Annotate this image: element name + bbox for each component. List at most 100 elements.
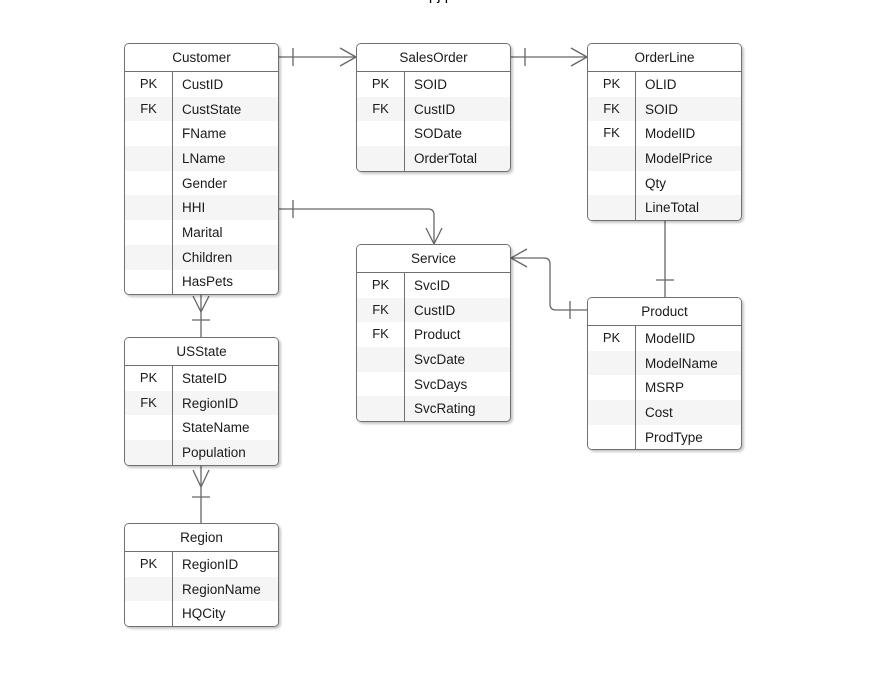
attribute-key-badge: PK <box>125 72 173 97</box>
attribute-name: ModelName <box>645 355 718 371</box>
attribute-key-badge <box>588 424 636 450</box>
attribute-row[interactable]: StateName <box>125 415 278 441</box>
attribute-name: Qty <box>645 175 667 191</box>
attribute-row[interactable]: Population <box>125 440 278 465</box>
attribute-name: OrderTotal <box>414 150 478 166</box>
attribute-key-badge: FK <box>125 390 173 416</box>
attribute-row[interactable]: Cost <box>588 400 741 425</box>
attribute-name: ModelPrice <box>645 150 713 166</box>
attribute-row[interactable]: HHI <box>125 195 278 221</box>
attribute-name: RegionID <box>182 556 239 572</box>
attribute-name: ModelID <box>645 330 696 346</box>
attribute-name: SOID <box>414 76 448 92</box>
entity-title-orderline: OrderLine <box>588 44 741 72</box>
attribute-row[interactable]: ModelPrice <box>588 146 741 171</box>
attribute-key-badge <box>357 347 405 372</box>
attribute-name: LineTotal <box>645 200 700 216</box>
attribute-key-badge: FK <box>588 121 636 147</box>
attribute-key-badge: FK <box>357 297 405 323</box>
attribute-name: LName <box>182 150 226 166</box>
attribute-row[interactable]: HQCity <box>125 601 278 627</box>
attribute-name: RegionID <box>182 395 239 411</box>
attribute-key-badge <box>125 601 173 627</box>
attribute-key-badge <box>588 195 636 221</box>
attribute-row[interactable]: PK ModelID <box>588 326 741 351</box>
attribute-key-badge <box>588 400 636 425</box>
attribute-row[interactable]: FK RegionID <box>125 390 278 416</box>
attribute-row[interactable]: PK CustID <box>125 72 278 97</box>
attribute-row[interactable]: SvcDays <box>357 371 510 397</box>
connector-salesorder-orderline <box>511 47 588 67</box>
attribute-key-badge: FK <box>357 322 405 348</box>
attribute-row[interactable]: SvcDate <box>357 347 510 372</box>
attribute-key-badge: FK <box>125 96 173 122</box>
attribute-name: SvcDays <box>414 376 468 392</box>
attribute-row[interactable]: LineTotal <box>588 195 741 221</box>
attribute-key-badge <box>357 146 405 171</box>
attribute-name: CustID <box>182 76 224 92</box>
attribute-row[interactable]: Qty <box>588 170 741 196</box>
attribute-key-badge <box>588 350 636 376</box>
attribute-row[interactable]: ModelName <box>588 350 741 376</box>
attribute-row[interactable]: Marital <box>125 220 278 245</box>
entity-title-salesorder: SalesOrder <box>357 44 510 72</box>
attribute-name: Cost <box>645 404 673 420</box>
attribute-name: HasPets <box>182 274 234 290</box>
attribute-name: SvcDate <box>414 351 466 367</box>
attribute-key-badge <box>125 121 173 147</box>
attribute-row[interactable]: Children <box>125 244 278 270</box>
attribute-key-badge: FK <box>357 96 405 122</box>
attribute-row[interactable]: FK CustID <box>357 297 510 323</box>
attribute-row[interactable]: ProdType <box>588 424 741 450</box>
attribute-key-badge: PK <box>125 552 173 577</box>
attribute-key-badge <box>125 195 173 221</box>
attribute-key-badge <box>125 269 173 295</box>
attribute-name: RegionName <box>182 581 261 597</box>
attribute-row[interactable]: Gender <box>125 170 278 196</box>
attribute-row[interactable]: MSRP <box>588 375 741 401</box>
attribute-row[interactable]: SODate <box>357 121 510 147</box>
attribute-row[interactable]: FK Product <box>357 322 510 348</box>
attribute-key-badge <box>125 440 173 465</box>
attribute-name: CustID <box>414 302 456 318</box>
connector-service-product <box>510 248 587 319</box>
attribute-row[interactable]: HasPets <box>125 269 278 295</box>
attribute-row[interactable]: OrderTotal <box>357 146 510 171</box>
entity-title-region: Region <box>125 524 278 552</box>
attribute-row[interactable]: RegionName <box>125 576 278 602</box>
attribute-name: Population <box>182 444 246 460</box>
attribute-row[interactable]: SvcRating <box>357 396 510 422</box>
attribute-row[interactable]: LName <box>125 146 278 171</box>
connector-customer-usstate <box>192 295 210 337</box>
attribute-key-badge: PK <box>588 326 636 351</box>
attribute-name: Product <box>414 327 461 343</box>
attribute-row[interactable]: PK RegionID <box>125 552 278 577</box>
attribute-name: MSRP <box>645 380 685 396</box>
attribute-row[interactable]: FName <box>125 121 278 147</box>
attribute-key-badge <box>357 396 405 422</box>
clipped-title-fragment: pj p <box>0 0 882 4</box>
attribute-key-badge: PK <box>588 72 636 97</box>
